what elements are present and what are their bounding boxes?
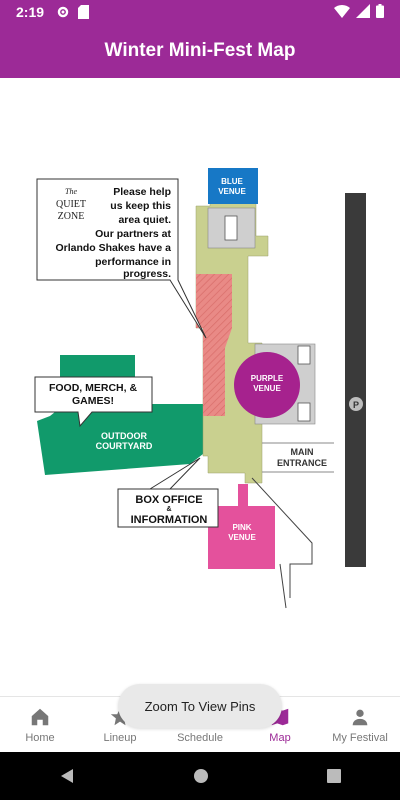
- parking-lot: [345, 193, 366, 567]
- status-time: 2:19: [16, 4, 45, 20]
- courtyard-label-line1: OUTDOOR: [101, 431, 147, 441]
- restroom-icon-right-bottom: [297, 402, 311, 422]
- box-office-callout: [117, 457, 219, 528]
- parking-marker: [349, 397, 363, 411]
- quiet-zone-logo-line2: QUIET: [56, 199, 86, 210]
- venue-map[interactable]: P OUTDOOR COURTYARD BLUE VENUE PURPLE VE…: [0, 78, 400, 696]
- battery-icon: [376, 4, 384, 18]
- page-title: Winter Mini-Fest Map: [104, 40, 296, 61]
- person-icon: [352, 709, 368, 726]
- home-circle-icon[interactable]: [193, 768, 209, 784]
- outdoor-courtyard[interactable]: [37, 355, 203, 475]
- pink-venue[interactable]: [208, 484, 275, 569]
- quiet-zone-area[interactable]: [196, 274, 232, 416]
- system-navigation-bar: [0, 752, 400, 800]
- quiet-zone-logo-line3: ZONE: [58, 211, 85, 222]
- quiet-zone-message: Please help us keep this area quiet. Our…: [55, 186, 171, 280]
- food-label-line2: GAMES!: [72, 395, 114, 407]
- restroom-icon-top: [224, 215, 238, 241]
- venue-map-svg[interactable]: P OUTDOOR COURTYARD BLUE VENUE PURPLE VE…: [0, 78, 400, 696]
- quiet-msg-line2: us keep this: [110, 200, 171, 212]
- box-office-label-line3: INFORMATION: [131, 514, 208, 526]
- toast-text: Zoom To View Pins: [144, 698, 256, 714]
- pink-venue-label-line2: VENUE: [228, 533, 256, 542]
- sd-card-icon: [78, 5, 90, 19]
- blue-venue-label-line2: VENUE: [218, 187, 246, 196]
- purple-venue-label-line2: VENUE: [253, 384, 281, 393]
- home-icon: [31, 708, 49, 726]
- blue-venue[interactable]: [208, 168, 258, 204]
- walkway-line: [279, 563, 287, 609]
- quiet-msg-line5: Orlando Shakes have a: [55, 242, 171, 254]
- purple-venue-label-line1: PURPLE: [251, 374, 284, 383]
- quiet-msg-line1: Please help: [113, 186, 171, 198]
- app-bar: Winter Mini-Fest Map: [0, 24, 400, 78]
- box-office-label-line1: BOX OFFICE: [135, 494, 202, 506]
- nav-my-festival-label: My Festival: [332, 732, 388, 744]
- nav-my-festival[interactable]: My Festival: [320, 697, 400, 753]
- nav-map-label: Map: [269, 732, 291, 744]
- purple-venue[interactable]: [234, 352, 300, 418]
- food-label-line1: FOOD, MERCH, &: [49, 382, 137, 394]
- box-office-label-line2: &: [166, 506, 171, 513]
- settings-gear-icon: [57, 6, 69, 18]
- wifi-icon: [334, 5, 350, 18]
- nav-home-label: Home: [25, 732, 55, 744]
- food-callout: [34, 376, 153, 428]
- quiet-msg-line6: performance in: [95, 256, 171, 268]
- quiet-msg-line4: Our partners at: [95, 228, 171, 240]
- walkway-outline: [251, 477, 313, 598]
- recents-icon[interactable]: [327, 769, 341, 783]
- zoom-toast: Zoom To View Pins: [118, 684, 282, 728]
- quiet-msg-line7: progress.: [123, 268, 171, 280]
- quiet-zone-callout: [36, 178, 207, 339]
- nav-home[interactable]: Home: [0, 697, 80, 753]
- status-bar: 2:19: [0, 0, 400, 24]
- nav-schedule-label: Schedule: [177, 732, 223, 744]
- main-entrance-label-line1: MAIN: [291, 447, 314, 457]
- courtyard-label-line2: COURTYARD: [96, 441, 153, 451]
- pink-venue-label-line1: PINK: [232, 523, 251, 532]
- parking-label: P: [353, 400, 359, 410]
- restroom-icon-right-top: [297, 345, 311, 365]
- quiet-zone-logo-line1: The: [65, 187, 77, 196]
- cellular-signal-icon: [356, 4, 370, 18]
- quiet-msg-line3: area quiet.: [118, 214, 171, 226]
- blue-venue-label-line1: BLUE: [221, 177, 243, 186]
- back-icon[interactable]: [59, 768, 75, 784]
- nav-lineup-label: Lineup: [103, 732, 137, 744]
- main-entrance-label-line2: ENTRANCE: [277, 458, 327, 468]
